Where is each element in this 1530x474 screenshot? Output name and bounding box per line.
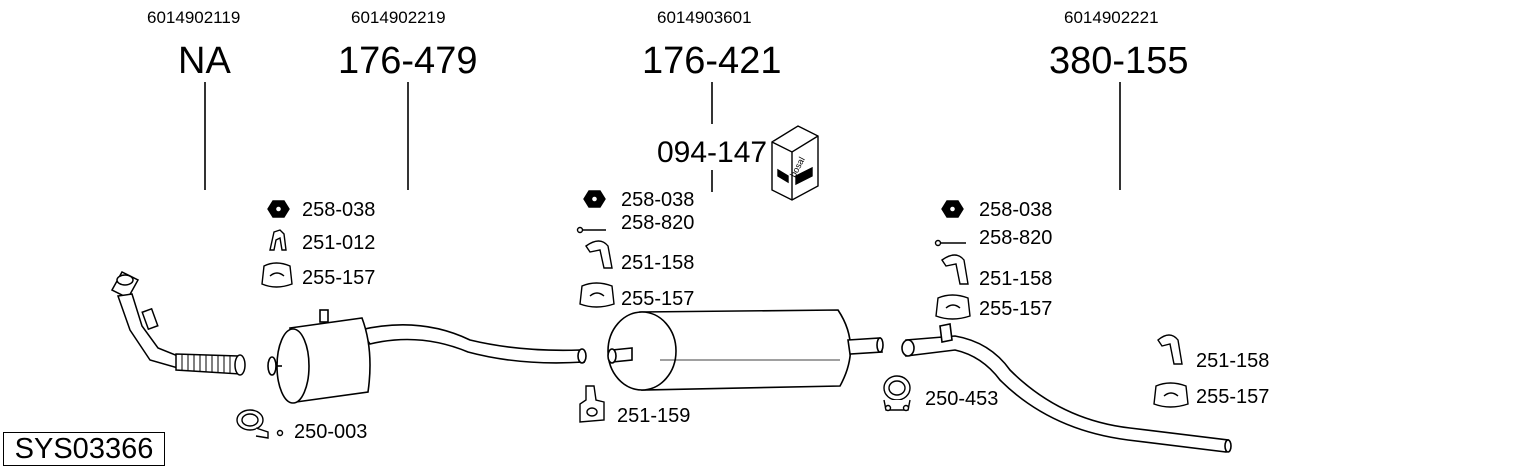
mounting-plate-icon (579, 385, 605, 423)
system-code: SYS03366 (3, 432, 165, 466)
nut-icon (267, 200, 290, 218)
nut-icon (941, 200, 964, 218)
label-bracket-4: 251-158 (1196, 350, 1270, 372)
bracket-icon (941, 254, 969, 285)
bolt-icon (934, 239, 966, 247)
center-silencer (607, 309, 884, 391)
label-clamp-3: 250-453 (925, 388, 999, 410)
label-nut-2: 258-038 (621, 189, 695, 211)
label-rubber-4: 255-157 (1196, 386, 1270, 408)
label-bracket-3: 251-158 (979, 268, 1053, 290)
oem-number-1: 6014902119 (147, 8, 241, 27)
label-rubber-1: 255-157 (302, 267, 376, 289)
accessory-kit-number: 094-147 (657, 136, 768, 169)
label-clamp-1: 250-003 (294, 421, 368, 443)
rubber-mount-icon (261, 262, 293, 288)
label-bracket-2: 251-158 (621, 252, 695, 274)
nut-icon (583, 190, 606, 208)
label-mount-2: 251-159 (617, 405, 691, 427)
bracket-icon (1157, 334, 1183, 365)
label-nut-1: 258-038 (302, 199, 376, 221)
kit-box-icon (771, 125, 819, 201)
clamp-icon (883, 375, 911, 412)
label-nut-3: 258-038 (979, 199, 1053, 221)
part-number-4: 380-155 (1049, 40, 1189, 82)
tail-pipe (901, 323, 1232, 453)
part-number-2: 176-479 (338, 40, 478, 82)
label-bolt-2: 258-820 (621, 212, 695, 234)
clamp-icon (236, 409, 284, 439)
label-bolt-3: 258-820 (979, 227, 1053, 249)
oem-number-4: 6014902221 (1064, 8, 1159, 27)
label-bracket-1: 251-012 (302, 232, 376, 254)
oem-number-3: 6014903601 (657, 8, 752, 27)
label-rubber-2: 255-157 (621, 288, 695, 310)
rubber-mount-icon (935, 294, 971, 320)
rubber-mount-icon (1153, 382, 1189, 408)
label-rubber-3: 255-157 (979, 298, 1053, 320)
rubber-mount-icon (579, 282, 615, 308)
bracket-icon (585, 240, 613, 269)
front-silencer (267, 309, 587, 404)
oem-number-2: 6014902219 (351, 8, 446, 27)
bolt-icon (576, 226, 606, 234)
part-number-1: NA (178, 40, 231, 82)
front-pipe (110, 271, 246, 376)
part-number-3: 176-421 (642, 40, 782, 82)
bracket-icon (269, 229, 287, 251)
